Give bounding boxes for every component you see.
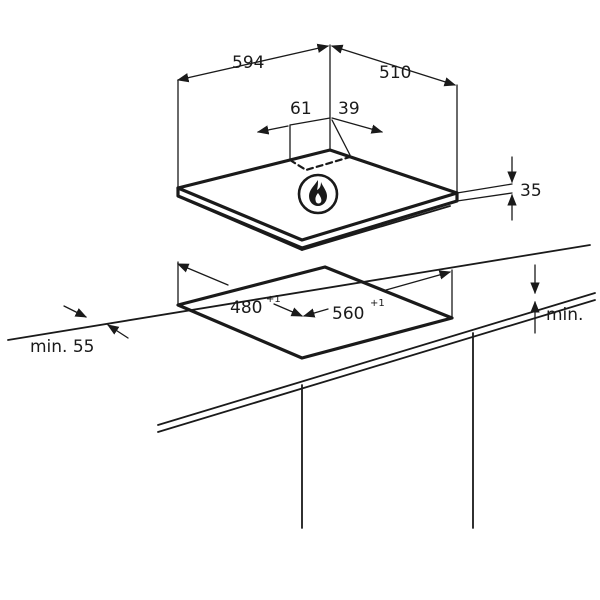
dim-min-right: min. <box>546 305 583 325</box>
dim-depth: 510 <box>379 63 411 83</box>
worktop <box>7 244 596 433</box>
dim-cutout-width-tol: +1 <box>370 298 385 309</box>
dim-line-depth <box>330 44 457 87</box>
gas-flame-icon <box>297 173 339 215</box>
cabinet <box>301 332 474 529</box>
dim-min-front: min. 55 <box>30 337 95 357</box>
dim-gas-offset-right: 39 <box>338 99 360 119</box>
hob-thickness-left <box>176 186 304 250</box>
dim-line-gas-left <box>256 125 289 135</box>
dim-cutout-width: 560 <box>332 304 364 324</box>
dim-height: 35 <box>520 181 542 201</box>
dim-width: 594 <box>232 53 264 73</box>
dim-line-cutout-width-2 <box>385 270 452 291</box>
dim-cutout-depth: 480 <box>230 298 262 318</box>
gas-inlet-dashed <box>288 155 352 172</box>
dim-line-cutout-width <box>302 308 329 318</box>
hob-underside <box>185 199 303 251</box>
hob <box>176 148 459 251</box>
dim-line-width <box>176 43 330 83</box>
dim-cutout-depth-tol: +1 <box>266 294 281 305</box>
dim-line-min-front-2 <box>107 324 129 339</box>
dim-line-cutout-depth <box>176 263 229 286</box>
dim-gas-offset-left: 61 <box>290 99 312 119</box>
dim-line-min-front-1 <box>63 305 88 318</box>
dim-line-cutout-depth-2 <box>273 303 304 317</box>
dim-line-gas-right <box>331 117 384 134</box>
